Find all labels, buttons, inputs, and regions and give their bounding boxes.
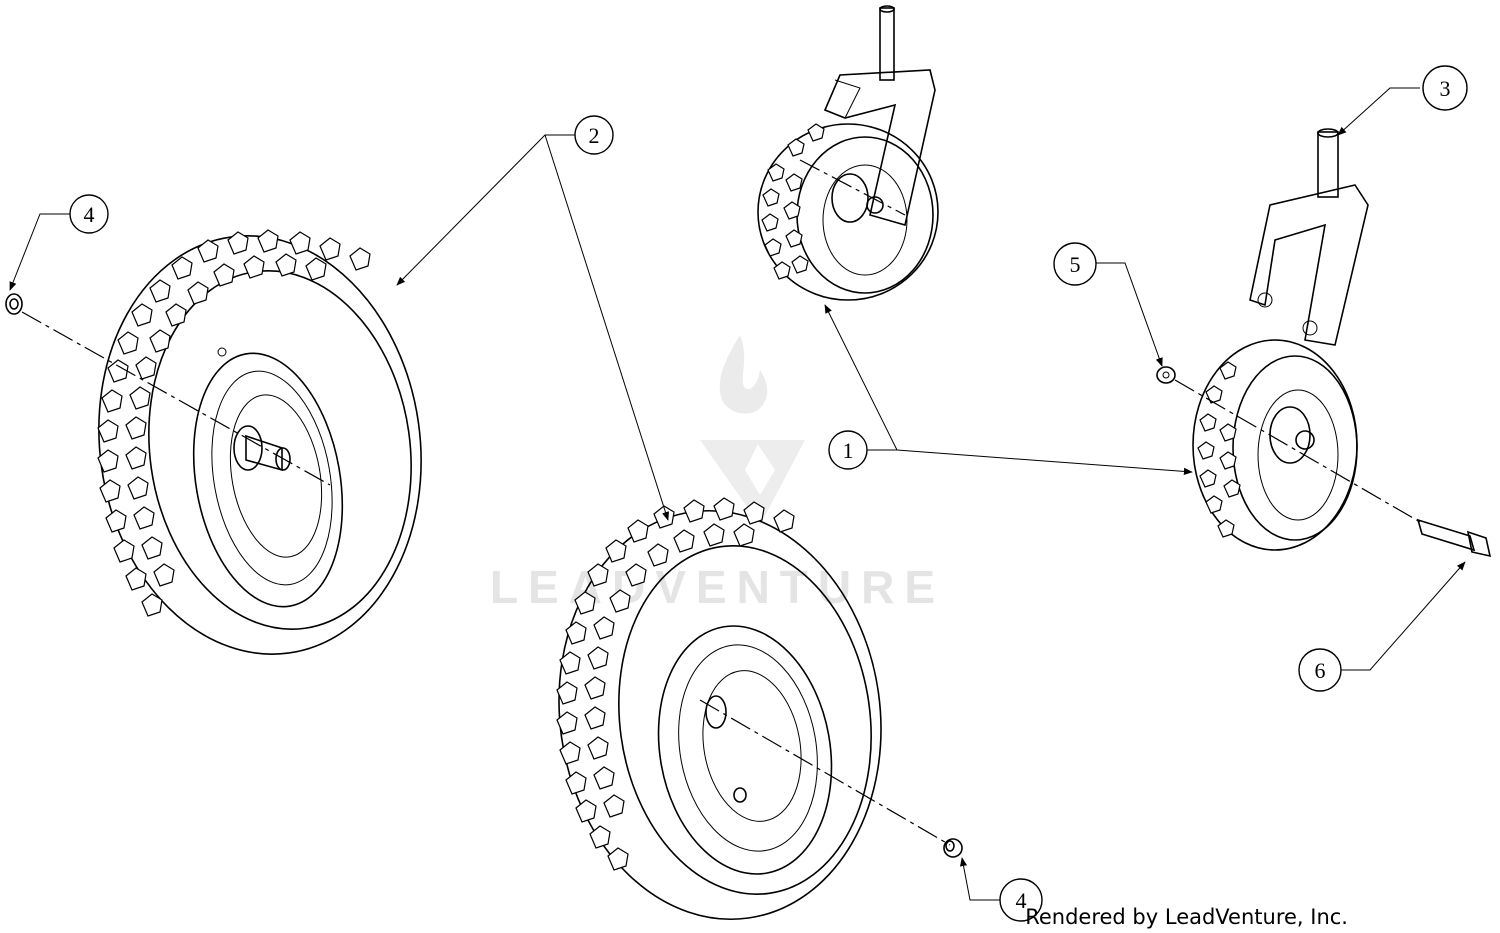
caster-stem [879, 7, 895, 81]
caster-stem [1317, 131, 1339, 198]
callout-5: 5 [1053, 242, 1097, 286]
caster-axle [1295, 430, 1315, 450]
rear-wheel-left [97, 229, 422, 655]
center-lines [21, 159, 1421, 846]
caster-tire-sidewall [796, 136, 934, 294]
flame-icon [719, 335, 768, 414]
v-logo-icon [700, 440, 805, 525]
caster-wheel-top [757, 5, 939, 301]
hub [233, 425, 263, 471]
caster-fork-back [834, 79, 861, 119]
rim-ring [229, 394, 323, 558]
callout-1-label: 1 [843, 438, 854, 463]
rim-inner [211, 370, 333, 586]
fork-hole [1257, 292, 1273, 308]
tire-tread [556, 497, 795, 871]
tire-tread [97, 229, 371, 617]
rear-wheel-right [556, 497, 882, 921]
leader-lines [9, 87, 1466, 901]
rim-inner [678, 644, 818, 852]
callout-5-label: 5 [1070, 252, 1081, 277]
caster-tire-outer [757, 123, 939, 301]
caster-fork [823, 69, 936, 227]
tire-sidewall [618, 545, 872, 895]
hub [705, 695, 727, 729]
fork-hole [1302, 320, 1318, 336]
caster-hub [831, 173, 869, 223]
rim-outer [192, 352, 344, 608]
caster-bolt-head [1466, 530, 1492, 558]
rim-ring [702, 670, 802, 822]
callout-6-label: 6 [1315, 658, 1326, 683]
caster-fork [1249, 184, 1369, 346]
nut-5 [1156, 366, 1176, 384]
caster-stem-top [879, 5, 895, 13]
caster-axle [866, 196, 884, 214]
bolt-4-bottom [943, 838, 963, 858]
axle-end [275, 447, 291, 471]
callout-4-bottom-label: 4 [1016, 888, 1027, 913]
caster-bolt-6 [1416, 518, 1476, 552]
callout-4-left-label: 4 [84, 202, 95, 227]
caster-wheel-right [1192, 128, 1492, 558]
caster-rim [1257, 389, 1339, 521]
callout-2: 2 [574, 115, 614, 155]
watermark: LEADVENTURE [490, 335, 945, 613]
callout-4-bottom: 4 [999, 878, 1043, 922]
rim-outer [657, 625, 833, 875]
callout-6: 6 [1298, 648, 1342, 692]
caster-stem-top [1317, 128, 1339, 138]
callout-4-left: 4 [69, 194, 109, 234]
watermark-text: LEADVENTURE [490, 561, 945, 613]
lug [733, 787, 747, 803]
bolt-4-left [5, 293, 23, 315]
callout-1: 1 [828, 430, 868, 470]
caster-rim [822, 164, 908, 276]
valve-hole [217, 347, 227, 357]
callout-3: 3 [1422, 65, 1468, 111]
callout-2-label: 2 [589, 123, 600, 148]
caster-tire-outer [1192, 339, 1358, 551]
callout-3-label: 3 [1440, 76, 1451, 101]
render-credit: Rendered by LeadVenture, Inc. [1025, 905, 1348, 929]
caster-tire-sidewall [1232, 355, 1358, 541]
